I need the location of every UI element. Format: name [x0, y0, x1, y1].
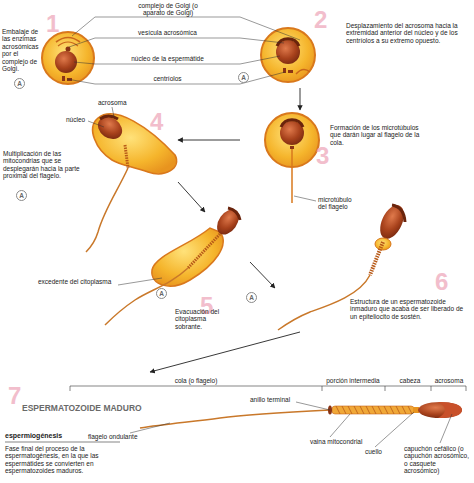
sperm-head	[418, 402, 462, 418]
nucleus	[94, 112, 127, 143]
leader-line	[67, 17, 300, 84]
leader-connector	[95, 38, 240, 39]
leader-line	[118, 278, 162, 285]
definition-text: Fase final del proceso de la espermatogé…	[5, 445, 123, 475]
section-label: cola (o flagelo)	[150, 377, 242, 384]
mitochondrial-helix	[336, 406, 412, 414]
edge-label: centríolos	[120, 75, 215, 82]
part-label: capuchón cefálico (o capuchón acrosómico…	[404, 445, 472, 475]
stage-node: 5Evacuación del citoplasma sobrante.	[150, 212, 250, 330]
leader-line	[294, 196, 316, 201]
step-text: Multiplicación de las mitocondrias que s…	[3, 150, 83, 180]
part-label: excedente del citoplasma	[38, 278, 122, 285]
nucleus	[55, 51, 77, 73]
nucleus	[213, 205, 244, 238]
leader-line	[88, 121, 104, 127]
leader-connector	[95, 17, 240, 18]
acrosome	[100, 116, 118, 119]
flagellum	[86, 168, 128, 252]
section-label: porción intermedia	[318, 377, 388, 384]
callout-symbol: A	[16, 190, 27, 201]
section-label: cabeza	[388, 377, 432, 384]
part-label: anillo terminal	[250, 396, 290, 403]
acrosomal-cap	[438, 402, 462, 418]
callout-symbol: A	[246, 292, 257, 303]
acrosome	[392, 205, 405, 222]
section-label: acrosoma	[431, 377, 467, 384]
flagellum	[291, 149, 293, 203]
stage-title: ESPERMATOZOIDE MADURO	[22, 404, 142, 414]
cell-membrane	[42, 32, 94, 84]
acrosomal-vesicle	[66, 47, 71, 52]
mitochondrial-sheath	[188, 234, 220, 268]
callout-symbol: A	[238, 72, 249, 83]
callout-symbol: A	[156, 288, 167, 299]
callout-number: 6	[435, 270, 448, 294]
golgi	[58, 42, 78, 46]
edge-label: complejo de Golgi (o aparato de Golgi)	[128, 2, 208, 17]
acrosome	[281, 120, 303, 127]
callout-number: 3	[316, 144, 329, 168]
term-title: espermiogénesis	[5, 432, 62, 440]
mitochondria	[125, 145, 128, 168]
cell-membrane	[261, 28, 315, 82]
acrosome	[228, 208, 240, 220]
part-label: núcleo	[66, 116, 85, 123]
step-text: Estructura de un espermatozoide inmaduro…	[350, 298, 472, 320]
stage-node: 4Multiplicación de las mitocondrias que …	[0, 108, 178, 200]
centriole	[62, 76, 65, 81]
mitochondrial-sheath	[332, 406, 414, 414]
centriole	[288, 70, 293, 73]
part-label: cuello	[365, 448, 382, 455]
part-label: vaina mitocondrial	[310, 438, 362, 445]
sequence-arrow	[178, 182, 205, 212]
centriole	[290, 146, 294, 149]
leader-connector	[95, 64, 240, 65]
part-label: microtúbulo del flagelo	[318, 196, 362, 211]
leader-line	[130, 402, 452, 447]
callout-number: 1	[46, 12, 59, 36]
mitochondrial-sheath	[370, 242, 383, 275]
bracket	[70, 386, 466, 391]
sequence-arrow	[300, 88, 301, 110]
step-text: Formación de los microtúbulos que darán …	[330, 124, 426, 146]
callout-number: 7	[8, 384, 21, 408]
cytoplasm	[152, 228, 223, 286]
callout-number: 4	[150, 110, 163, 134]
part-label: flagelo ondulante	[88, 433, 138, 440]
sequence-arrow	[150, 332, 300, 372]
sequence-arrow	[250, 262, 275, 288]
stage-node: 6Estructura de un espermatozoide inmadur…	[275, 198, 474, 332]
edge-label: núcleo de la espermátide	[120, 55, 215, 62]
callout-number: 2	[314, 8, 327, 32]
step-text: Evacuación del citoplasma sobrante.	[175, 308, 231, 330]
golgi	[296, 69, 310, 74]
rule	[5, 442, 120, 443]
leader-line	[112, 107, 114, 117]
stage-node: 2Desplazamiento del acrosoma hacia la ex…	[240, 0, 474, 88]
step-text: Embalaje de las enzimas acrosómicas por …	[2, 28, 42, 73]
sequence-arrow	[178, 140, 240, 141]
cytoplasm	[375, 238, 391, 250]
nucleus	[375, 201, 408, 242]
callout-symbol: A	[14, 78, 25, 89]
stage-node: 3Formación de los microtúbulos que darán…	[240, 110, 474, 195]
part-label: acrosoma	[98, 99, 127, 106]
leader-connector	[95, 84, 240, 85]
step-text: Desplazamiento del acrosoma hacia la ext…	[346, 22, 472, 44]
edge-label: vesícula acrosómica	[120, 29, 215, 36]
flagellum	[140, 410, 330, 428]
golgi	[56, 38, 80, 43]
